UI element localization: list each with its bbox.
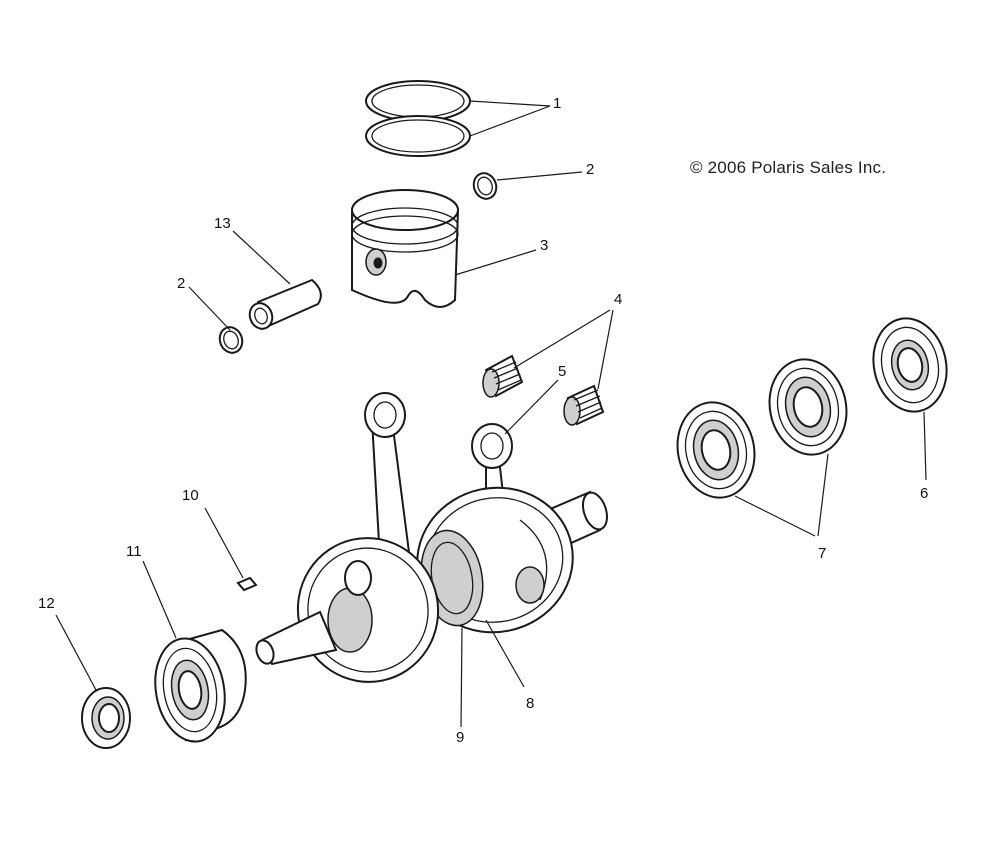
oil-seal-part-left — [81, 687, 131, 749]
ball-bearing-part-left — [676, 401, 756, 499]
callout-4: 4 — [614, 291, 623, 308]
callout-11: 11 — [126, 543, 142, 560]
circlip-part-lower — [218, 326, 244, 354]
callout-9: 9 — [456, 729, 465, 746]
callout-6: 6 — [920, 485, 929, 502]
piston-part — [351, 189, 460, 308]
ball-bearing-part-right — [768, 358, 848, 456]
callout-2-lower: 2 — [177, 275, 186, 292]
callout-3: 3 — [540, 237, 549, 254]
leader-lines — [55, 100, 927, 728]
copyright-notice: © 2006 Polaris Sales Inc. — [690, 158, 887, 177]
oil-seal-part-right — [872, 317, 948, 413]
roller-bearing-part — [154, 628, 247, 743]
callout-10: 10 — [182, 487, 199, 504]
crankshaft-assembly — [255, 392, 608, 683]
callout-7: 7 — [818, 545, 827, 562]
needle-bearing-part-lower — [563, 384, 605, 426]
callout-13: 13 — [214, 215, 231, 232]
callout-1: 1 — [553, 95, 562, 112]
piston-rings-part — [365, 80, 471, 157]
needle-bearing-part-upper — [482, 354, 524, 398]
circlip-part-upper — [472, 172, 498, 200]
callout-5: 5 — [558, 363, 567, 380]
piston-pin-part — [248, 278, 322, 330]
woodruff-key-part — [236, 576, 258, 592]
callout-2-upper: 2 — [586, 161, 595, 178]
callout-12: 12 — [38, 595, 55, 612]
callout-8: 8 — [526, 695, 535, 712]
